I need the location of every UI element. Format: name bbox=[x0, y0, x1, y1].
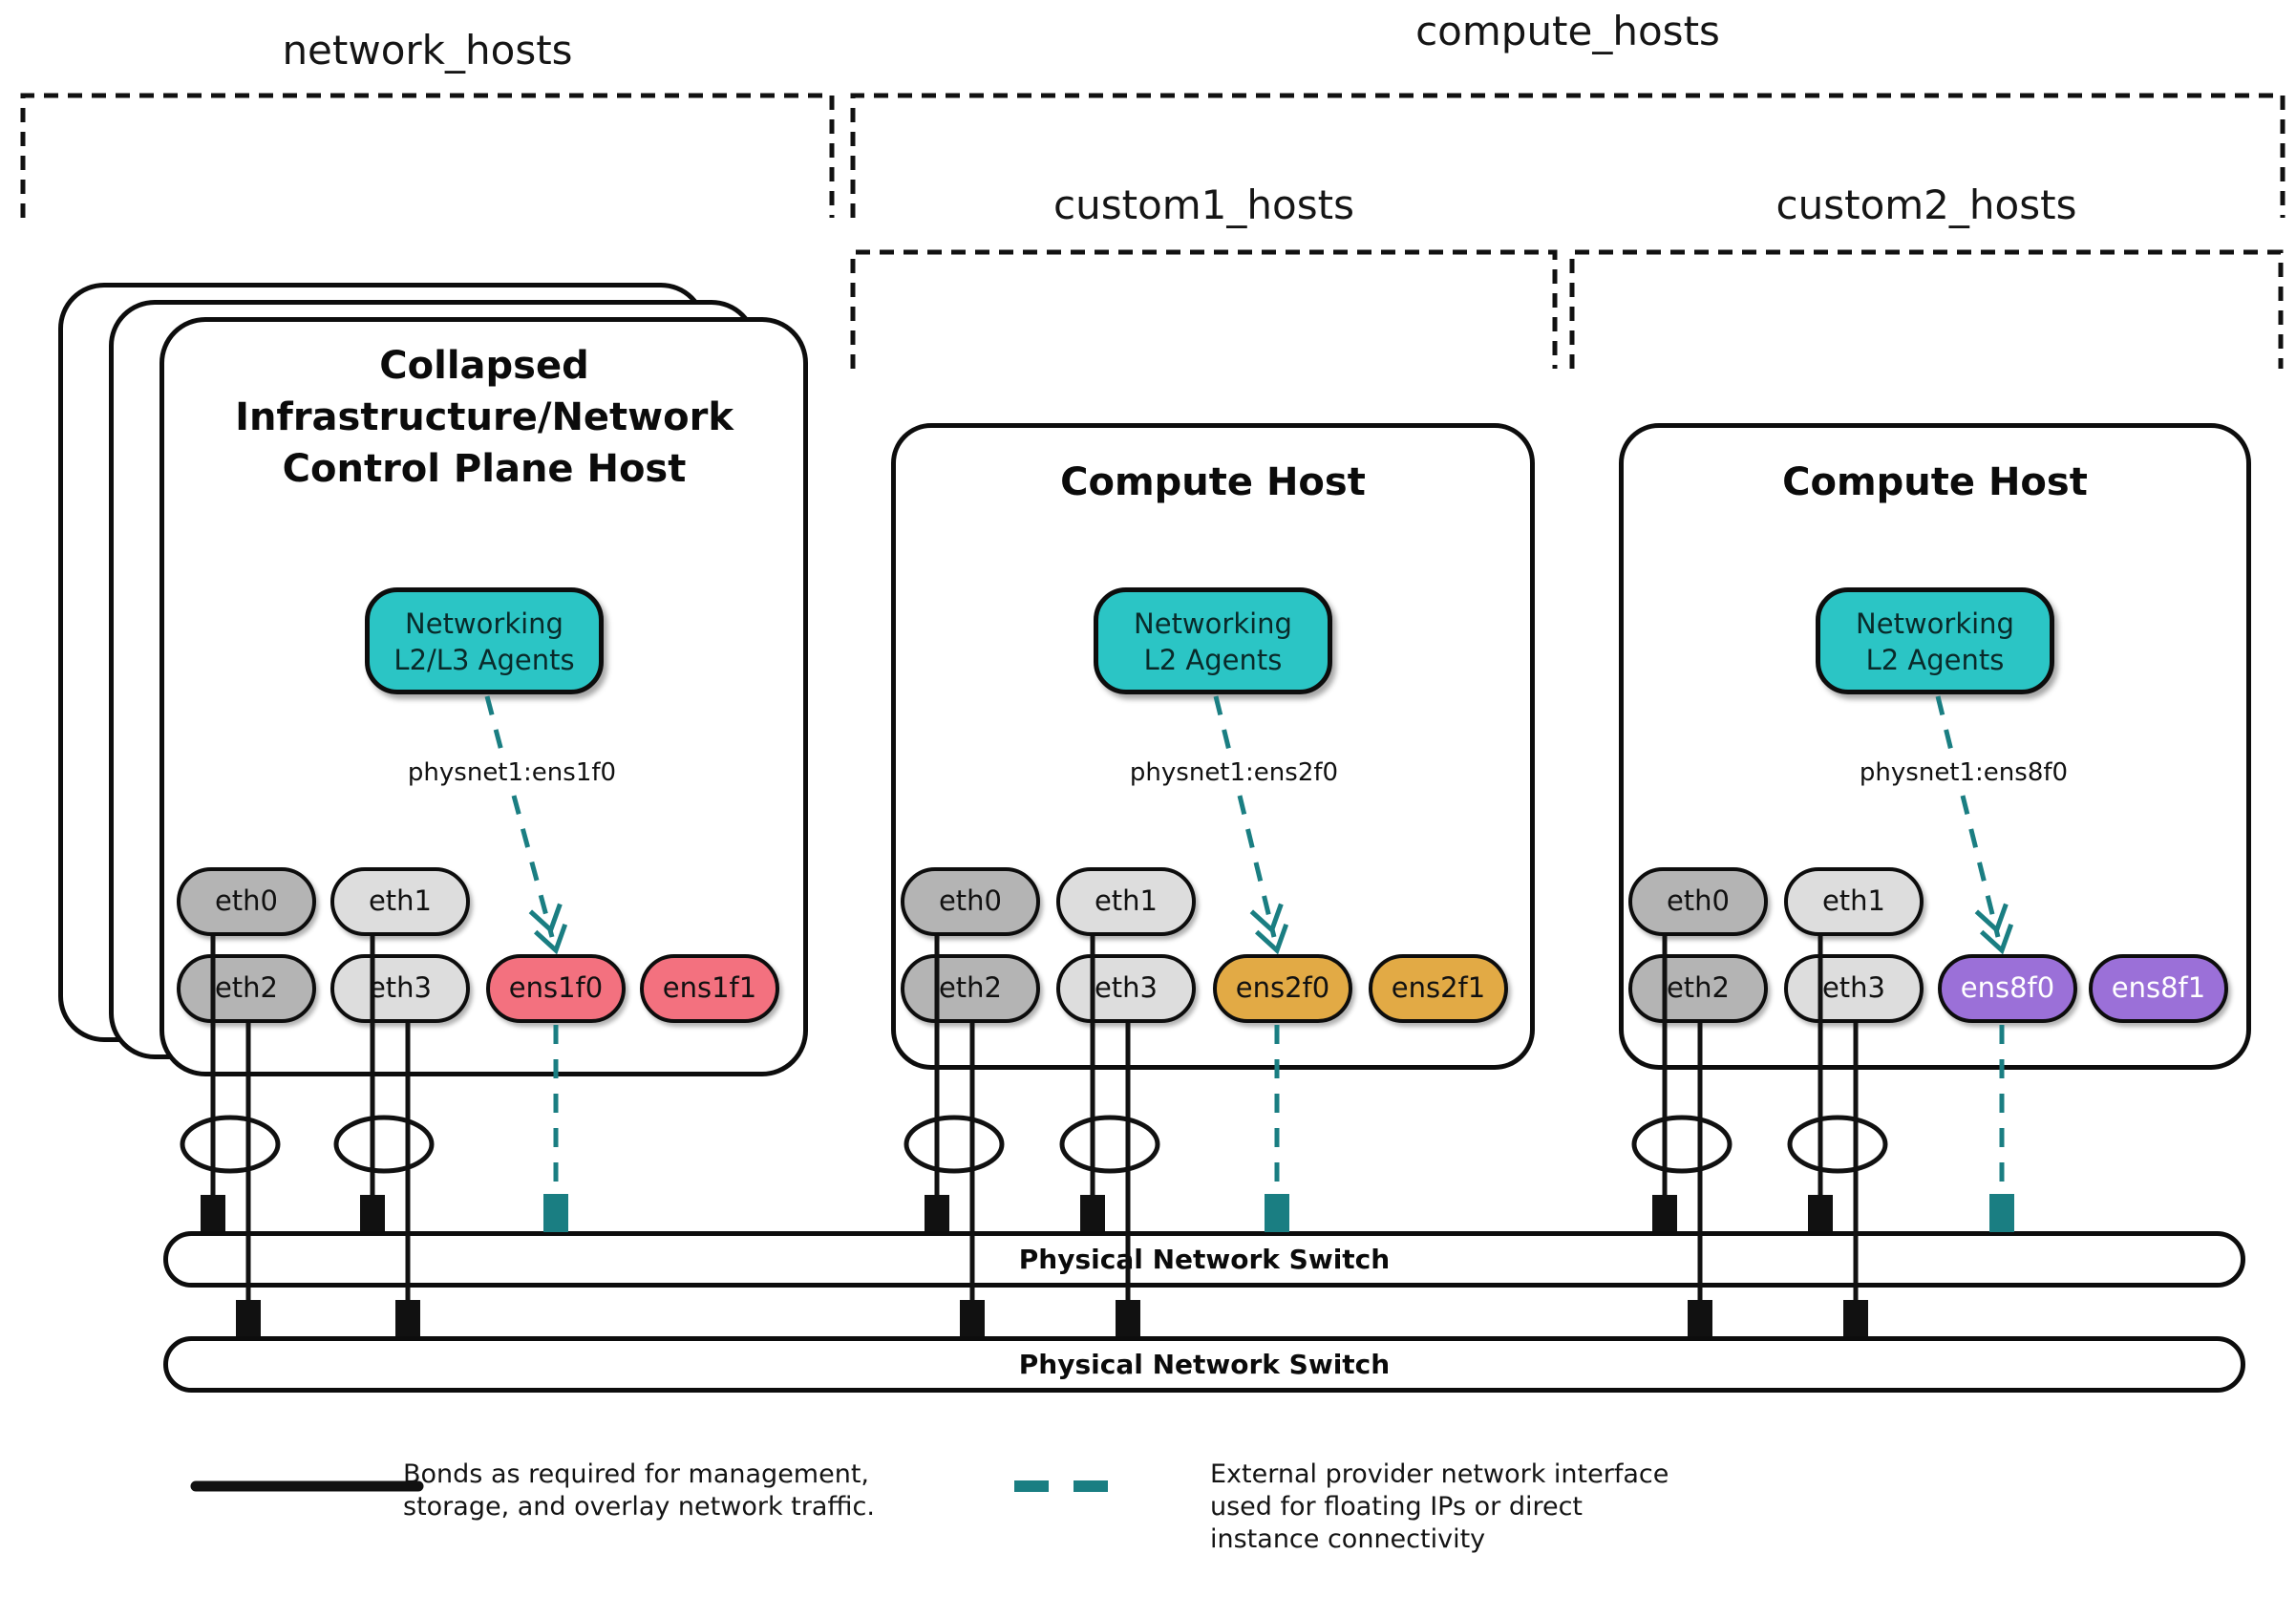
nic-pill-eth3: eth3 bbox=[1784, 954, 1924, 1023]
switch-port-square bbox=[1688, 1300, 1712, 1336]
switch-port-square bbox=[236, 1300, 261, 1336]
host-title-collapsed-infra: Collapsed Infrastructure/Network Control… bbox=[198, 340, 771, 495]
agent-pill-line: Networking bbox=[1856, 607, 2014, 640]
nic-pill-eth0: eth0 bbox=[1628, 867, 1768, 936]
legend-external-line: instance connectivity bbox=[1210, 1524, 1486, 1554]
bond-ellipse bbox=[904, 1115, 1005, 1174]
legend-bond-text: Bonds as required for management, storag… bbox=[403, 1459, 875, 1523]
bracket-custom2-hosts bbox=[1569, 249, 2284, 369]
switch-port-square-external bbox=[1989, 1194, 2014, 1232]
switch-port-square bbox=[395, 1300, 420, 1336]
group-label-compute-hosts: compute_hosts bbox=[1415, 8, 1720, 54]
agent-pill-l2l3: Networking L2/L3 Agents bbox=[365, 587, 604, 694]
agent-pill-line: Networking bbox=[1134, 607, 1292, 640]
bond-ellipse bbox=[180, 1115, 281, 1174]
agent-pill-line: L2 Agents bbox=[1143, 644, 1283, 676]
physical-network-switch-1: Physical Network Switch bbox=[163, 1231, 2245, 1288]
nic-pill-ens8f0: ens8f0 bbox=[1938, 954, 2077, 1023]
bond-ellipse bbox=[1631, 1115, 1733, 1174]
host-box-collapsed-infra bbox=[159, 317, 808, 1076]
nic-pill-ens2f0: ens2f0 bbox=[1213, 954, 1352, 1023]
legend-external-line: used for floating IPs or direct bbox=[1210, 1492, 1584, 1522]
switch-label: Physical Network Switch bbox=[1018, 1244, 1391, 1275]
nic-pill-ens8f1: ens8f1 bbox=[2089, 954, 2228, 1023]
nic-pill-eth1: eth1 bbox=[1056, 867, 1196, 936]
switch-port-square bbox=[1843, 1300, 1868, 1336]
host-title-line: Control Plane Host bbox=[282, 447, 687, 491]
switch-port-square bbox=[1116, 1300, 1140, 1336]
agent-pill-line: L2 Agents bbox=[1865, 644, 2005, 676]
physnet-label-ens8f0: physnet1:ens8f0 bbox=[1811, 758, 2116, 787]
bracket-custom1-hosts bbox=[850, 249, 1558, 369]
nic-pill-ens2f1: ens2f1 bbox=[1369, 954, 1508, 1023]
legend-bond-line: storage, and overlay network traffic. bbox=[403, 1492, 875, 1522]
nic-pill-eth1: eth1 bbox=[330, 867, 470, 936]
bracket-network-hosts bbox=[20, 93, 835, 218]
host-title-compute-1: Compute Host bbox=[1022, 457, 1404, 508]
host-title-line: Compute Host bbox=[1782, 460, 2088, 504]
switch-port-square bbox=[1652, 1195, 1677, 1231]
switch-port-square-external bbox=[1265, 1194, 1289, 1232]
nic-pill-eth3: eth3 bbox=[1056, 954, 1196, 1023]
legend-external-text: External provider network interface used… bbox=[1210, 1459, 1669, 1556]
bond-ellipse bbox=[333, 1115, 435, 1174]
bond-ellipse bbox=[1787, 1115, 1888, 1174]
host-title-line: Compute Host bbox=[1060, 460, 1366, 504]
nic-pill-eth0: eth0 bbox=[177, 867, 316, 936]
nic-pill-eth3: eth3 bbox=[330, 954, 470, 1023]
nic-pill-eth2: eth2 bbox=[901, 954, 1040, 1023]
switch-port-square bbox=[201, 1195, 225, 1231]
switch-port-square bbox=[925, 1195, 949, 1231]
host-title-line: Collapsed bbox=[379, 344, 589, 388]
nic-pill-ens1f0: ens1f0 bbox=[486, 954, 626, 1023]
agent-pill-l2-compute-2: Networking L2 Agents bbox=[1816, 587, 2054, 694]
switch-port-square bbox=[1808, 1195, 1833, 1231]
agent-pill-l2-compute-1: Networking L2 Agents bbox=[1094, 587, 1332, 694]
switch-port-square bbox=[360, 1195, 385, 1231]
switch-label: Physical Network Switch bbox=[1018, 1349, 1391, 1380]
physnet-label-ens1f0: physnet1:ens1f0 bbox=[359, 758, 665, 787]
group-label-network-hosts: network_hosts bbox=[282, 27, 573, 74]
physnet-label-ens2f0: physnet1:ens2f0 bbox=[1081, 758, 1387, 787]
nic-pill-ens1f1: ens1f1 bbox=[640, 954, 779, 1023]
physical-network-switch-2: Physical Network Switch bbox=[163, 1336, 2245, 1393]
legend-bond-line: Bonds as required for management, bbox=[403, 1459, 870, 1489]
nic-pill-eth2: eth2 bbox=[1628, 954, 1768, 1023]
switch-port-square bbox=[1080, 1195, 1105, 1231]
switch-port-square-external bbox=[543, 1194, 568, 1232]
nic-pill-eth1: eth1 bbox=[1784, 867, 1924, 936]
bond-ellipse bbox=[1059, 1115, 1160, 1174]
host-title-line: Infrastructure/Network bbox=[235, 395, 733, 439]
agent-pill-line: Networking bbox=[405, 607, 563, 640]
agent-pill-line: L2/L3 Agents bbox=[393, 644, 575, 676]
host-title-compute-2: Compute Host bbox=[1744, 457, 2126, 508]
legend-external-line: External provider network interface bbox=[1210, 1459, 1669, 1489]
switch-port-square bbox=[960, 1300, 985, 1336]
group-label-custom2-hosts: custom2_hosts bbox=[1775, 181, 2077, 228]
nic-pill-eth0: eth0 bbox=[901, 867, 1040, 936]
group-label-custom1-hosts: custom1_hosts bbox=[1053, 181, 1354, 228]
nic-pill-eth2: eth2 bbox=[177, 954, 316, 1023]
